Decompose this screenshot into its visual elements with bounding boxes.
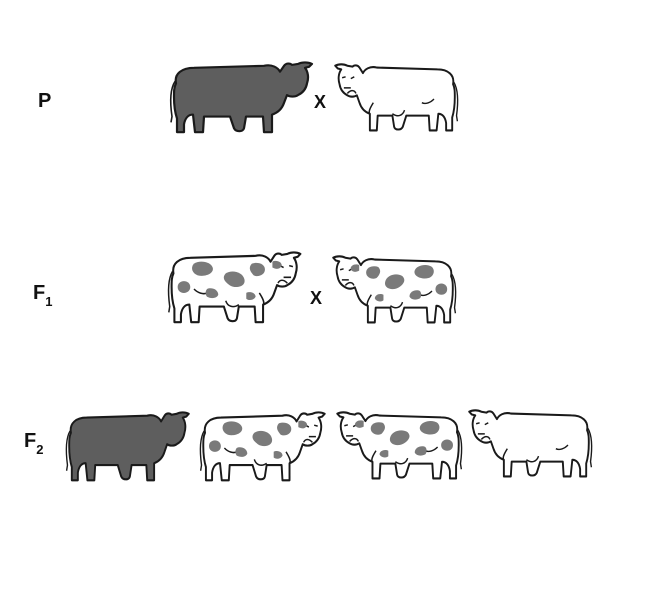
cow-spot — [178, 281, 191, 293]
cow-body — [337, 412, 458, 478]
cow-body — [333, 256, 453, 322]
cow-spot — [209, 440, 221, 452]
generation-label-f1: F1 — [33, 282, 52, 307]
cow-f2-4-white — [464, 408, 594, 482]
cross-symbol-f1: X — [310, 288, 322, 309]
cow-body — [335, 64, 455, 130]
cow-f1-2-spotted — [328, 254, 458, 328]
cow-f2-3-spotted — [332, 410, 464, 484]
generation-label-f2: F2 — [24, 430, 43, 455]
cow-spot — [441, 440, 453, 451]
cow-p-2-white — [330, 62, 460, 136]
cow-f2-2-spotted — [198, 410, 330, 486]
cow-body — [172, 252, 301, 322]
cow-body — [174, 62, 312, 132]
cow-p-1-solid — [168, 60, 318, 138]
cow-body — [69, 412, 189, 480]
cow-spot — [435, 284, 447, 295]
cow-f2-1-solid — [64, 410, 194, 486]
cow-body — [469, 410, 589, 476]
generation-label-p: P — [38, 90, 51, 115]
cow-body — [203, 412, 324, 480]
cow-f1-1-spotted — [166, 250, 306, 328]
